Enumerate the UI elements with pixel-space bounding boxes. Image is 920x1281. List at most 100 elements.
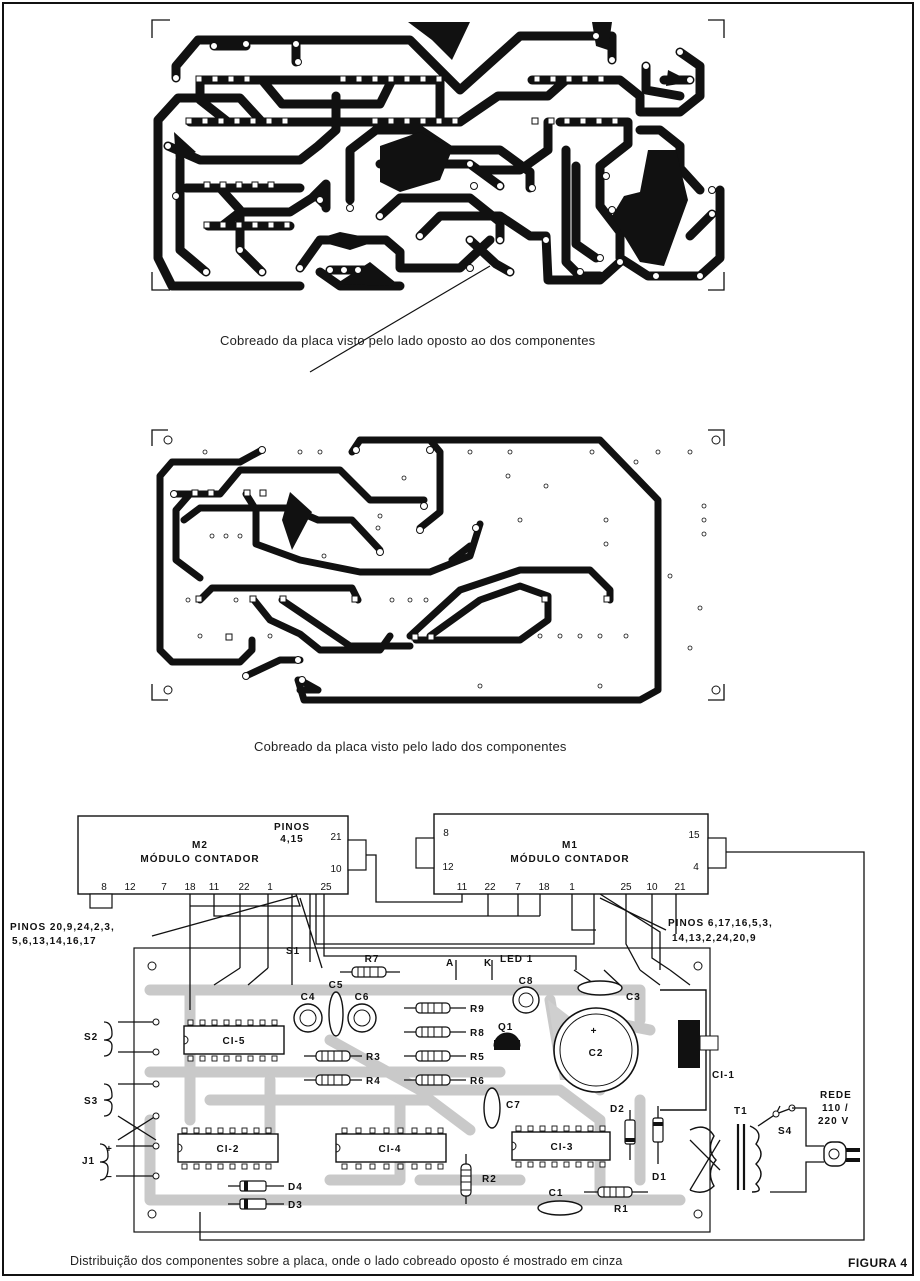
ic-ci-4: CI-4 [335, 1133, 447, 1163]
j1-plus: + [106, 1144, 113, 1155]
resistor-r6: R6 [404, 1074, 485, 1087]
resistor-r7: R7 [340, 954, 400, 978]
c5-label: C5 [329, 980, 344, 991]
r5-label: R5 [470, 1052, 485, 1063]
r8-label: R8 [470, 1028, 485, 1039]
t1-label: T1 [734, 1106, 748, 1117]
d1-label: D1 [652, 1172, 667, 1183]
pins-right-note: PINOS 6,17,16,5,3, [668, 918, 773, 929]
m2-pins-bottom: 8 12 7 18 11 22 1 25 [101, 882, 332, 893]
diode-d1: D1 [652, 1106, 667, 1183]
m2-pin: 7 [161, 882, 167, 893]
mains-plug: REDE 110 / 220 V [818, 1090, 860, 1167]
s3-label: S3 [84, 1096, 98, 1107]
ci-3-label: CI-3 [551, 1142, 574, 1153]
mains-label: REDE [820, 1090, 852, 1101]
ic-ci-5: CI-5 [183, 1025, 285, 1055]
resistor-r3: R3 [304, 1050, 381, 1063]
ci-5-label: CI-5 [223, 1036, 246, 1047]
m1-pin: 22 [484, 882, 496, 893]
m1-pin: 1 [569, 882, 575, 893]
c2-plus: + [591, 1026, 598, 1037]
m1-pins-bottom: 11 22 7 18 1 25 10 21 [457, 882, 686, 893]
m1-pin-right: 15 [688, 830, 700, 841]
m1-label: M1 [562, 840, 578, 851]
c4-label: C4 [301, 992, 316, 1003]
m2-pin: 1 [267, 882, 273, 893]
m2-pin: 25 [320, 882, 332, 893]
r3-label: R3 [366, 1052, 381, 1063]
capacitor-c3: C3 [577, 980, 640, 1003]
pins-4-15-note: 4,15 [280, 834, 303, 845]
resistor-r5: R5 [404, 1050, 485, 1063]
capacitor-c6: C6 [347, 992, 377, 1033]
ci-4-label: CI-4 [379, 1144, 402, 1155]
r1-label: R1 [614, 1204, 629, 1215]
m2-pin-right: 10 [330, 864, 342, 875]
ci-2-label: CI-2 [217, 1144, 240, 1155]
resistor-r4: R4 [304, 1074, 381, 1087]
m2-pin-right: 21 [330, 832, 342, 843]
pcb-top-solder-side [151, 19, 725, 373]
pins-left-note: PINOS 20,9,24,2,3, [10, 922, 115, 933]
m2-pin: 8 [101, 882, 107, 893]
transistor-q1: Q1 [493, 1022, 521, 1050]
m2-pin: 18 [184, 882, 196, 893]
m1-pin: 11 [457, 882, 468, 893]
diode-d4: D4 [228, 1180, 302, 1193]
capacitor-c1: C1 [537, 1188, 583, 1216]
m1-pin: 7 [515, 882, 521, 893]
ci-1-label: CI-1 [712, 1070, 735, 1081]
led-1-label: LED 1 [500, 954, 533, 965]
m2-label: M2 [192, 840, 208, 851]
switch-s4: S4 [757, 1104, 824, 1193]
s2-label: S2 [84, 1032, 98, 1043]
m1-subtitle: MÓDULO CONTADOR [510, 852, 629, 865]
m1-pin: 25 [620, 882, 632, 893]
component-layout: M2 MÓDULO CONTADOR 8 12 7 18 11 22 1 25 … [10, 813, 865, 1241]
m1-pin-left: 8 [443, 828, 449, 839]
c2-label: C2 [589, 1048, 604, 1059]
led-a-label: A [446, 958, 454, 969]
pcb-middle-component-side [151, 429, 725, 704]
m2-pin: 11 [209, 882, 220, 893]
mains-label: 110 / [822, 1103, 849, 1114]
m1-pin-left: 12 [442, 862, 454, 873]
led-k-label: K [484, 958, 492, 969]
pins-4-15-note: PINOS [274, 822, 310, 833]
capacitor-c4: C4 [293, 992, 323, 1033]
r4-label: R4 [366, 1076, 381, 1087]
resistor-r8: R8 [404, 1026, 485, 1039]
diode-d3: D3 [228, 1198, 303, 1211]
r2-label: R2 [482, 1174, 497, 1185]
capacitor-c8: C8 [512, 976, 540, 1014]
led-1: A K LED 1 [446, 954, 533, 980]
resistor-r9: R9 [404, 1002, 484, 1015]
j1-label: J1 [82, 1156, 95, 1167]
c6-label: C6 [355, 992, 370, 1003]
m1-pin: 18 [538, 882, 550, 893]
capacitor-c5: C5 [328, 980, 344, 1037]
m2-pin: 12 [124, 882, 136, 893]
r6-label: R6 [470, 1076, 485, 1087]
caption-top: Cobreado da placa visto pelo lado oposto… [220, 333, 596, 348]
m1-pin-right: 4 [693, 862, 699, 873]
c1-label: C1 [549, 1188, 564, 1199]
pins-right-note: 14,13,2,24,20,9 [672, 933, 757, 944]
m1-pin: 10 [646, 882, 658, 893]
s4-label: S4 [778, 1126, 792, 1137]
d2-label: D2 [610, 1104, 625, 1115]
c7-label: C7 [506, 1100, 521, 1111]
caption-bottom: Distribuição dos componentes sobre a pla… [70, 1254, 623, 1268]
s1-label: S1 [286, 946, 300, 957]
q1-label: Q1 [498, 1022, 513, 1033]
ic-ci-1: CI-1 [660, 989, 735, 1111]
r7-label: R7 [365, 954, 380, 965]
m2-subtitle: MÓDULO CONTADOR [140, 852, 259, 865]
d3-label: D3 [288, 1200, 303, 1211]
ic-ci-2: CI-2 [177, 1133, 279, 1163]
figure-label: FIGURA 4 [848, 1256, 908, 1270]
m1-pin: 21 [674, 882, 686, 893]
